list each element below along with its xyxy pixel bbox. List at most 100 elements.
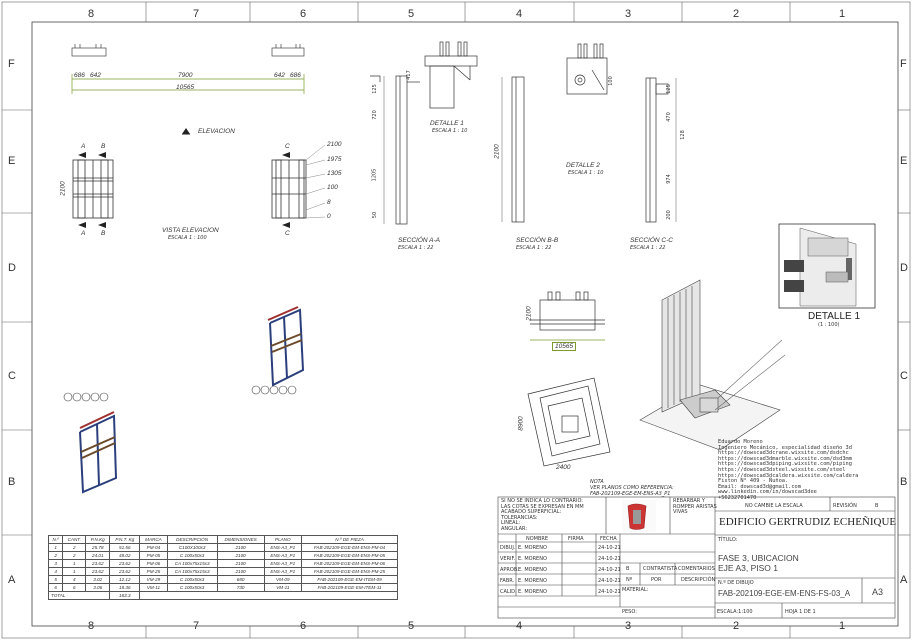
bom-cell: 1 [62, 559, 87, 568]
revision-value: B [875, 503, 879, 509]
zone-col-1: 1 [839, 8, 846, 20]
bom-total-row: TOTAL 183.3 [47, 591, 398, 600]
bom-cell: 6 [62, 583, 87, 592]
bom-cell: PM-06 [139, 559, 168, 568]
bom-header: N.º DE PIEZA [301, 535, 398, 544]
bom-cell: FAB-202109-EGE-EM-ENS-PM-04 [301, 543, 398, 552]
section-bb-title: SECCIÓN B-B [516, 237, 559, 244]
section-aa-drawing [370, 75, 420, 225]
detail-box-title: DETALLE 1 [808, 311, 861, 322]
general-note-line: LINEAL: [501, 520, 521, 527]
title-line-1: FASE 3, UBICACION [718, 553, 799, 563]
author-line: https://dowscad3dcrane.wixsite.com/dsdch… [718, 450, 849, 457]
bom-header: DIMENSIONES [216, 535, 265, 544]
detail-box [778, 223, 876, 309]
plan-dim-7900: 7900 [178, 72, 193, 79]
section-cc-title: SECCIÓN C-C [630, 237, 673, 244]
small-plan-drawing [527, 377, 611, 467]
rev-no: Nº [626, 577, 633, 583]
name-fabr: E. MORENO [518, 578, 547, 584]
bom-cell: PM-04 [139, 543, 168, 552]
date-dibuj: 24-10-21 [598, 545, 621, 551]
cut-label-a-bottom: A [81, 230, 86, 237]
section-cc-dim-200: 200 [665, 210, 672, 220]
zone-row-f: F [8, 58, 15, 70]
bom-cell: FAB-202109-EGE-EM-ENS-PM-06 [301, 559, 398, 568]
zone-col-5-bottom: 5 [408, 620, 415, 632]
company-name: EDIFICIO GERTRUDIZ ECHEÑIQUE [719, 516, 897, 528]
name-verif: E. MORENO [518, 556, 547, 562]
detail-1-dim: 417 [405, 70, 412, 80]
bom-cell: ENS-A3_P1 [263, 543, 303, 552]
bom-cell: 2 [47, 551, 64, 560]
name-calid: E. MORENO [518, 589, 547, 595]
author-line: https://dowscad3dcaldera.wixsite.com/cal… [718, 472, 859, 479]
vista-height-dim: 2100 [59, 181, 67, 196]
bom-cell: FAB-202109-EGE-EM-ENS-PM-25 [301, 567, 398, 576]
general-note-line: ACABADO SUPERFICIAL: [501, 509, 562, 516]
bom-cell: PM-25 [139, 567, 168, 576]
bom-total-spacer [139, 591, 398, 600]
sheet-size: A3 [872, 587, 884, 597]
bom-cell: FAB-202109-EGE-EM-ITEM-09 [301, 575, 398, 584]
author-line: https://dowscad3dpiping.wixsite.com/pipi… [718, 461, 852, 468]
edge-note-line: VIVAS [673, 509, 688, 516]
role-fabr: FABR. [500, 578, 515, 584]
elevation-label: ELEVACION [198, 128, 235, 135]
bom-cell: ENS-A3_P1 [263, 559, 303, 568]
company-logo [622, 500, 656, 532]
bom-cell: C100X100x3 [166, 543, 218, 552]
bom-cell: CA 100x75x15x3 [166, 559, 218, 568]
zone-col-7-bottom: 7 [193, 620, 200, 632]
name-aprob: E. MORENO [518, 567, 547, 573]
nota-line-1: VER PLANOS COMO REFERENCIA: [590, 485, 674, 491]
section-aa-dim-50: 50 [372, 211, 379, 219]
bom-cell: 2100 [216, 543, 265, 552]
cut-label-a-top: A [81, 143, 86, 150]
iso-frame-left [79, 411, 118, 494]
zone-col-8-bottom: 8 [88, 620, 95, 632]
general-note-line: TOLERANCIAS: [501, 514, 538, 521]
bom-total-value: 183.3 [109, 591, 141, 600]
material-label: MATERIAL: [622, 587, 649, 593]
zone-row-e-right: E [900, 155, 908, 167]
nota-line-2: FAB-202109-EGE-EM-ENS-A3_P1 [590, 491, 671, 497]
zone-row-d: D [8, 262, 16, 274]
zone-col-2-bottom: 2 [733, 620, 740, 632]
title-label: TÍTULO: [718, 537, 738, 543]
section-aa-dim-1205: 1205 [371, 168, 378, 182]
elevation-frame-right [271, 159, 307, 219]
author-line: +56232701470 [718, 494, 757, 501]
zone-row-b: B [8, 476, 16, 488]
bom-header: DESCRIPCIÓN [166, 535, 218, 544]
plan-dim-686-left: 686 [74, 72, 85, 79]
section-bb-scale: ESCALA 1 : 22 [516, 245, 552, 251]
bom-cell: CA 100x75x15x3 [166, 567, 218, 576]
detail-box-scale: (1 : 100) [818, 322, 840, 328]
section-bb-dim: 2100 [493, 144, 501, 159]
col-fecha: FECHA [600, 536, 617, 542]
bom-cell: VM-11 [139, 583, 168, 592]
zone-col-6: 6 [300, 8, 307, 20]
bom-cell: ENS-A3_P1 [263, 567, 303, 576]
bom-cell: 4 [62, 575, 87, 584]
bom-total-label: TOTAL [47, 591, 111, 600]
bom-header: MARCA [139, 535, 168, 544]
bom-cell: VM-11 [263, 583, 303, 592]
edge-note-line: REBARBAR Y [673, 498, 705, 504]
bom-cell: 51.56 [109, 543, 141, 552]
vista-title: VISTA ELEVACION [162, 227, 219, 234]
plan-dim-642-left: 642 [90, 72, 101, 79]
bom-header: N.º [47, 535, 64, 544]
detail-1-drawing [424, 41, 478, 109]
top-plan-view [71, 44, 305, 94]
rev-comentarios: COMENTARIOS [678, 566, 715, 572]
level-1975: 1975 [327, 156, 342, 163]
rev-descripcion: DESCRIPCIÓN [681, 577, 716, 583]
detail-1-scale: ESCALA 1 : 10 [432, 128, 468, 134]
drawing-number: FAB-202109-EGE-EM-ENS-FS-03_A [718, 589, 851, 598]
level-leaders [305, 144, 326, 219]
